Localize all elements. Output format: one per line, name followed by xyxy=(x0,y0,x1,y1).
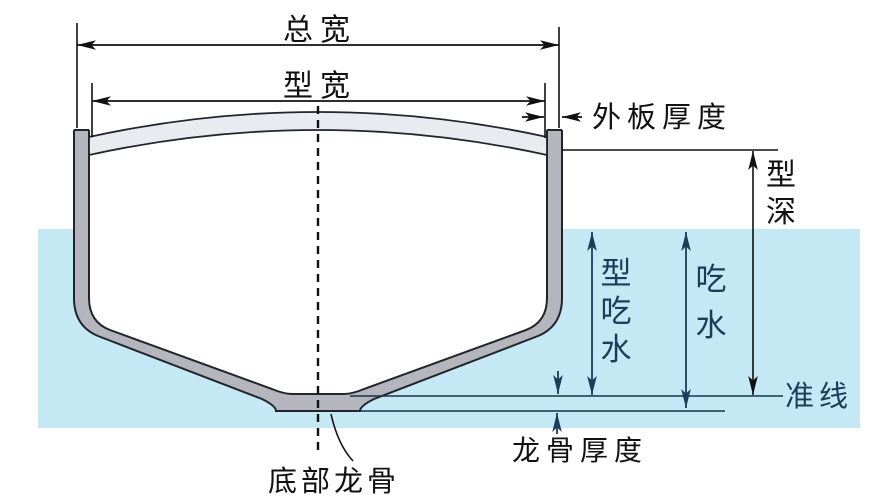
deck-plate xyxy=(88,111,548,157)
label-molded-depth-char2: 深 xyxy=(766,196,796,229)
bottom-keel-leader-line xyxy=(330,413,354,462)
label-molded-depth-char1: 型 xyxy=(766,159,796,192)
label-keel-thickness: 龙骨厚度 xyxy=(512,435,648,467)
label-bottom-keel: 底部龙骨 xyxy=(268,465,400,498)
label-draft-char1: 吃 xyxy=(696,262,727,297)
label-shell-plating-thickness: 外板厚度 xyxy=(592,101,732,134)
label-baseline: 准线 xyxy=(785,380,853,413)
label-molded-draft-char2: 吃 xyxy=(601,294,632,329)
label-draft-char2: 水 xyxy=(696,308,727,343)
label-molded-breadth: 型宽 xyxy=(283,70,357,103)
label-molded-draft-char1: 型 xyxy=(601,256,632,291)
hull-outer-contour xyxy=(73,130,563,412)
label-molded-draft-char3: 水 xyxy=(601,332,632,367)
label-total-breadth: 总宽 xyxy=(283,14,357,47)
